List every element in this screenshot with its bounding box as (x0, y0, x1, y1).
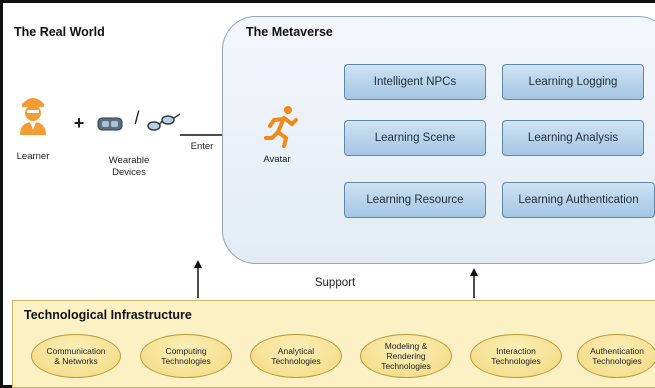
device-separator: / (134, 108, 140, 128)
component-learning-logging: Learning Logging (502, 64, 644, 100)
component-learning-resource: Learning Resource (344, 182, 486, 218)
tech-communication-networks: Communication& Networks (31, 334, 121, 378)
enter-label: Enter (190, 141, 214, 152)
component-learning-authentication: Learning Authentication (502, 182, 655, 218)
wearable-devices-label: Wearable Devices (108, 155, 150, 178)
metaverse-title: The Metaverse (246, 25, 333, 39)
component-learning-analysis: Learning Analysis (502, 120, 644, 156)
avatar-label: Avatar (263, 154, 291, 165)
real-world-title: The Real World (14, 25, 105, 39)
support-label: Support (314, 277, 356, 289)
learner-label: Learner (16, 151, 50, 162)
component-intelligent-npcs: Intelligent NPCs (344, 64, 486, 100)
component-learning-scene: Learning Scene (344, 120, 486, 156)
plus-sign: + (73, 113, 85, 133)
infrastructure-title: Technological Infrastructure (24, 308, 192, 322)
